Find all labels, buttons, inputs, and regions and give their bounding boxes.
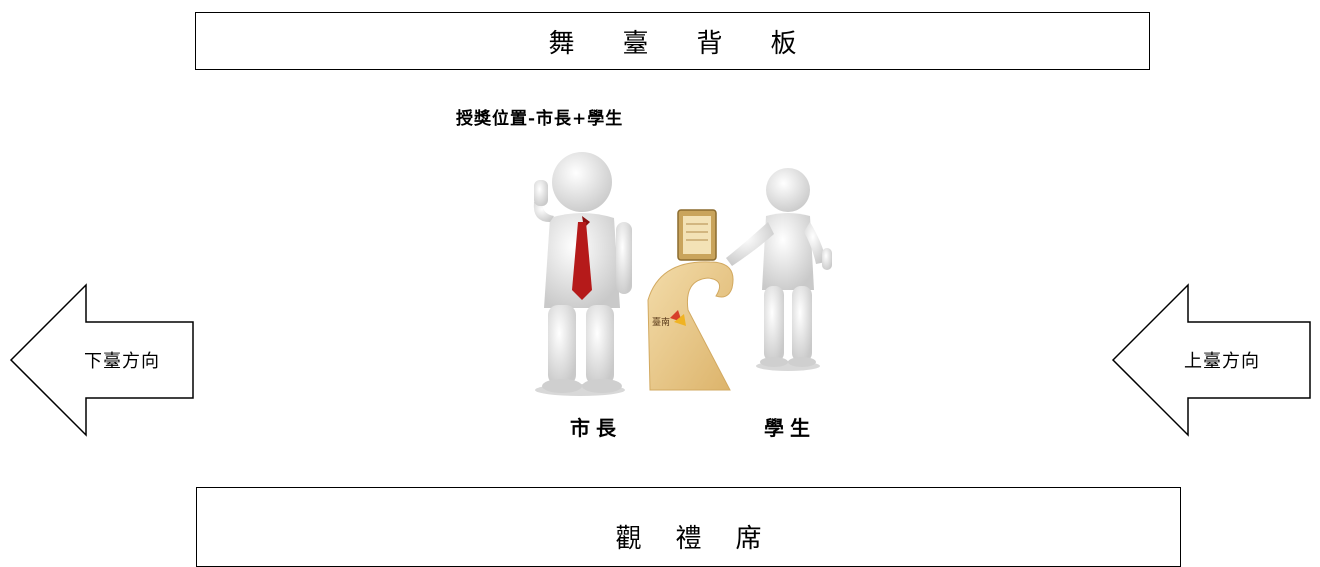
student-figure bbox=[726, 168, 832, 371]
mayor-figure bbox=[533, 152, 632, 396]
audience-seating-box: 觀禮席 bbox=[196, 487, 1181, 567]
stage-backdrop-label: 舞臺背板 bbox=[548, 28, 845, 59]
stage-backdrop-box: 舞臺背板 bbox=[195, 12, 1150, 70]
exit-direction-label: 下臺方向 bbox=[84, 351, 160, 372]
student-label: 學生 bbox=[764, 416, 816, 440]
exit-direction-arrow bbox=[9, 283, 194, 437]
award-plaque: 臺南 bbox=[647, 209, 734, 391]
mayor-label: 市長 bbox=[570, 416, 622, 440]
plaque-logo-text: 臺南 bbox=[652, 316, 670, 328]
scene-title: 授獎位置-市長+學生 bbox=[456, 109, 624, 129]
award-illustration: 臺南 bbox=[533, 152, 832, 396]
enter-direction-label: 上臺方向 bbox=[1184, 351, 1260, 372]
enter-direction-arrow bbox=[1111, 283, 1311, 437]
audience-seating-label: 觀禮席 bbox=[615, 524, 796, 554]
